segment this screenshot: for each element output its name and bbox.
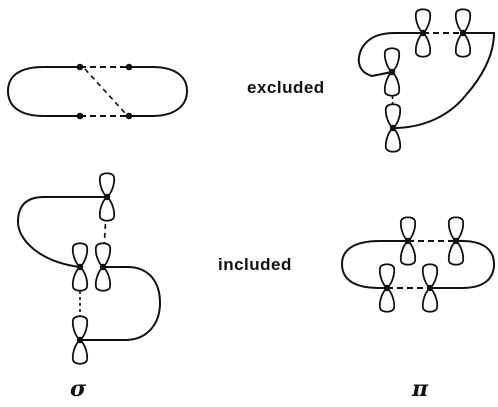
pi-excluded-lower-bond xyxy=(392,32,496,129)
sigma-excluded-loop-right xyxy=(129,66,189,117)
sigma-included-structure xyxy=(16,172,162,365)
sigma-included-lower-bond xyxy=(80,266,162,341)
pi-included-structure xyxy=(340,216,496,313)
sigma-excluded-dash-diagonal xyxy=(84,68,126,114)
sigma-included-upper-bond xyxy=(16,196,107,268)
pi-label: π xyxy=(412,376,429,402)
pi-excluded-structure xyxy=(357,8,496,153)
pi-included-loop-right xyxy=(430,240,496,289)
excluded-label: excluded xyxy=(247,78,325,97)
sigma-label: σ xyxy=(70,376,87,402)
pi-included-loop-left xyxy=(340,240,408,289)
sigma-excluded-loop xyxy=(6,66,80,117)
included-label: included xyxy=(218,255,292,274)
pi-excluded-outer-bond xyxy=(357,32,423,78)
sigma-excluded-structure xyxy=(6,63,189,120)
